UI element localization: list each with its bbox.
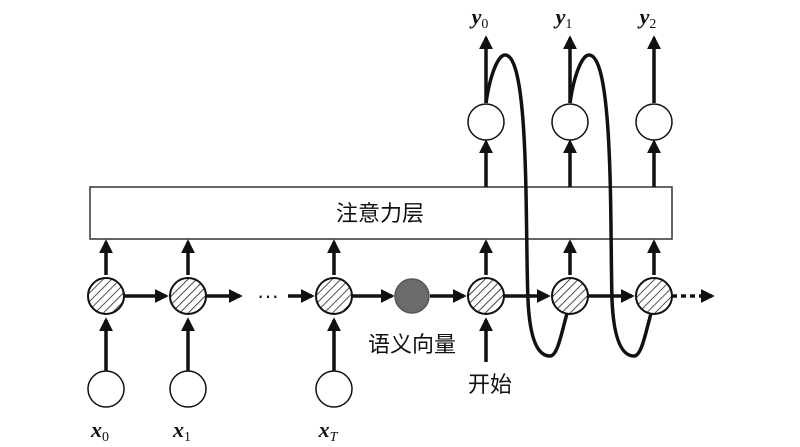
input-label-x0: x0	[90, 417, 109, 445]
output-node-0	[467, 103, 505, 141]
input-node-xT	[315, 370, 353, 408]
ellipsis: ···	[257, 283, 279, 308]
input-label-xT: xT	[318, 417, 339, 445]
start-label: 开始	[468, 373, 512, 398]
encoder-hidden-node-0	[87, 277, 125, 315]
decoder-hidden-node-0	[467, 277, 505, 315]
input-node-x1	[169, 370, 207, 408]
context-vector-label: 语义向量	[368, 333, 456, 358]
encoder-hidden-node-1	[169, 277, 207, 315]
output-label-y1: y1	[553, 4, 573, 32]
feedback-curve-y1	[568, 53, 654, 358]
output-node-1	[551, 103, 589, 141]
output-label-y0: y0	[469, 4, 489, 32]
input-label-x1: x1	[172, 417, 191, 445]
input-node-x0	[87, 370, 125, 408]
decoder-hidden-node-1	[551, 277, 589, 315]
output-node-2	[635, 103, 673, 141]
attention-layer-box	[89, 186, 673, 240]
context-vector-node	[394, 278, 430, 314]
output-label-y2: y2	[637, 4, 657, 32]
decoder-hidden-node-2	[635, 277, 673, 315]
feedback-curve-y0	[484, 53, 570, 358]
encoder-hidden-node-T	[315, 277, 353, 315]
attention-layer-label: 注意力层	[336, 202, 424, 227]
